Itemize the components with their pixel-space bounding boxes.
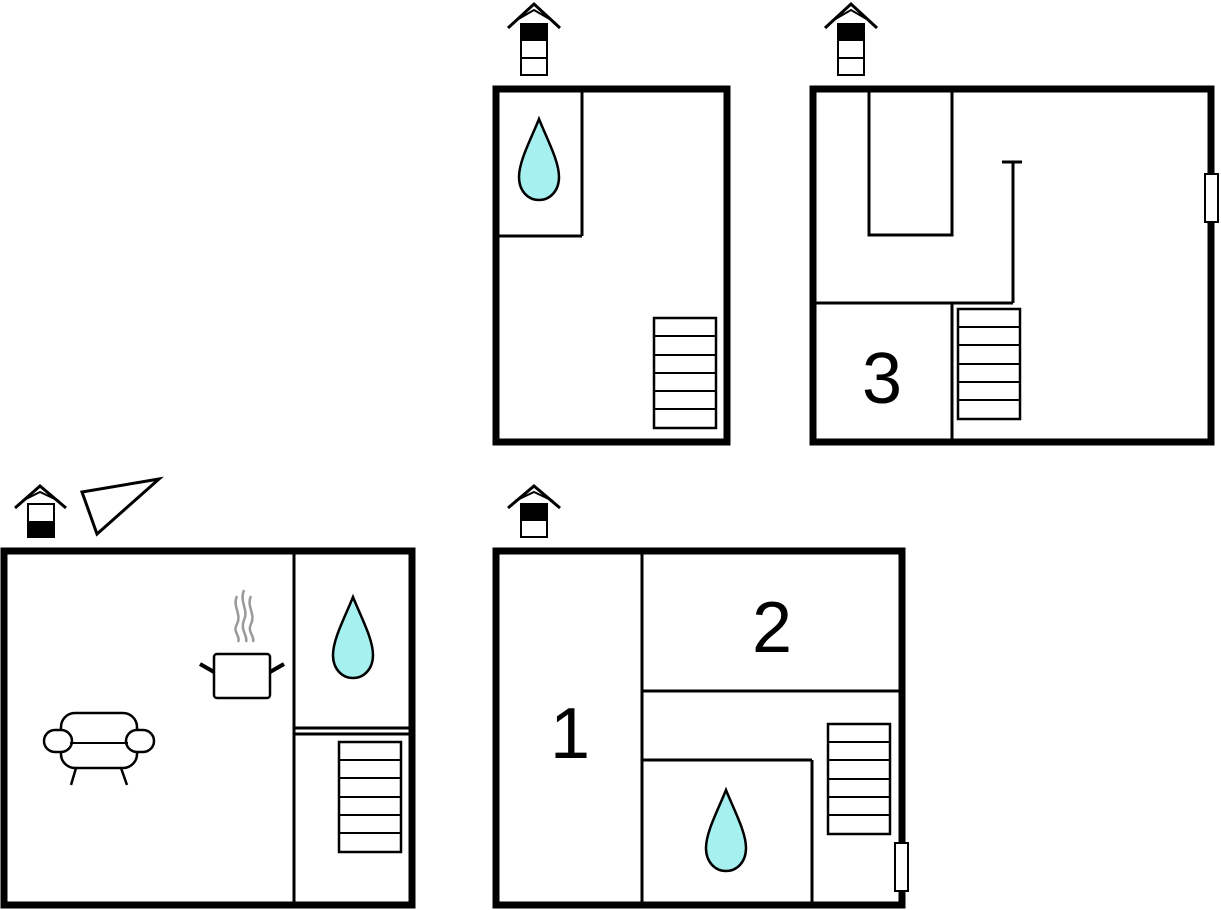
floor-ground-right: 1 2: [492, 484, 909, 909]
floor-upper-right: 3: [809, 1, 1219, 446]
house-floor-marker-icon: [507, 484, 561, 538]
stairs-icon: [826, 722, 892, 836]
room-number-1: 1: [550, 694, 590, 774]
room-number-3: 3: [862, 339, 902, 419]
floor-ground-left: [0, 476, 416, 909]
stairs-icon: [337, 740, 403, 854]
water-drop-icon: [517, 117, 561, 202]
stairs-icon: [652, 316, 718, 430]
compass-triangle-icon: [79, 476, 164, 537]
cooking-pot-icon: [199, 589, 285, 700]
house-floor-marker-icon: [14, 484, 67, 538]
outer-wall: [492, 85, 731, 446]
armchair-icon: [42, 711, 156, 786]
water-drop-icon: [331, 595, 375, 680]
room-number-2: 2: [752, 588, 792, 668]
window-icon: [894, 842, 909, 892]
house-floor-marker-icon: [506, 1, 562, 76]
outer-wall: [492, 547, 906, 909]
floor-upper-left: [492, 1, 731, 446]
window-icon: [1204, 173, 1219, 223]
outer-wall: [809, 85, 1215, 446]
stairs-icon: [956, 307, 1022, 421]
water-drop-icon: [704, 788, 748, 873]
house-floor-marker-icon: [823, 1, 879, 76]
